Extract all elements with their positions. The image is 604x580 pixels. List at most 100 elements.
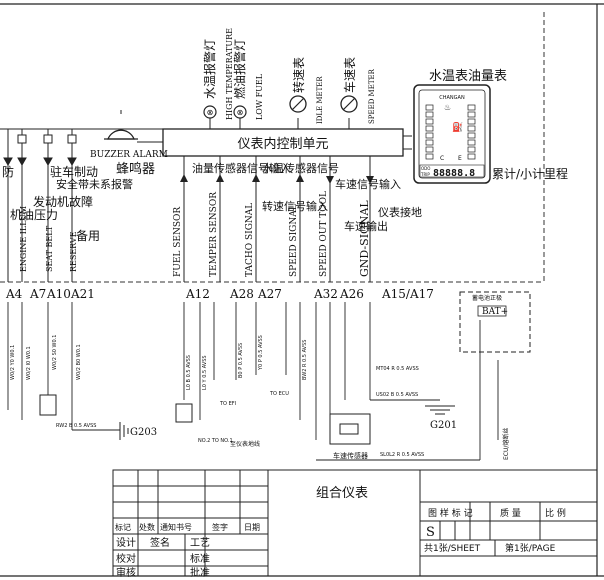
label-fuel-sensor-in: 油量传感器信号输入 [192,161,291,175]
signal-tacho: TACHO SIGNAL [245,203,255,277]
svg-text:⊗: ⊗ [207,108,214,117]
temp-icon: ♨ [444,103,451,112]
signal-fuel-sensor: FUEL SENSOR [173,207,183,277]
main-unit-box [162,128,404,157]
bottom-ground-note: 至仪表地线 [230,440,260,448]
battery-note: 蓄电池正极 [472,294,502,302]
odo-label: ODO [421,166,430,171]
signal-speed-out: SPEED OUT TOOL [319,191,329,277]
tachometer-cn: 转速表 [291,57,306,93]
signal-temper-sensor: TEMPER SENSOR [209,192,219,277]
wire-code-15: TO EFI [219,401,236,407]
pin-a32: A32 [313,287,338,301]
wire-code-5: L0 B 0.5 AVSS [186,355,192,390]
wire-code-1: W0/2 I0 W0.1 [26,346,32,380]
fuel-pump-icon: ⛽ [452,121,463,133]
tb-stage-label: 图 样 标 记 [428,507,473,519]
ground-g203: G203 [130,427,157,438]
tb-row-1-2: 标准 [190,553,210,565]
pin-a12: A12 [185,287,210,301]
temp-bar-graph [425,104,434,160]
pin-a21: A21 [70,287,95,301]
signal-seat-belt: SEAT BELT [45,225,54,272]
connector-a [175,403,193,423]
buzzer-code: BUZZER ALARM [90,150,168,160]
pin-a27: A27 [257,287,282,301]
tb-scale-label: 比 例 [545,507,566,519]
unit-to-gauge-lines [137,135,412,150]
label-spare: 备用 [76,229,100,243]
tachometer-en: IDLE METER [316,76,324,124]
pin-a26: A26 [339,287,364,301]
empty-mark-icon: E [458,155,462,162]
wire-code-9: BW2 R 0.5 AVSS [302,340,308,380]
ground-g203-icon [119,422,129,440]
wire-code-6: L0 Y 0.5 AVSS [202,355,208,390]
wire-code-2: W0/2 S0 W0.1 [52,335,58,370]
label-engine-fault: 发动机故障 [33,194,93,209]
label-speed-out: 车速输出 [344,219,388,233]
drawing-title: 组合仪表 [316,486,368,501]
label-water-temp-in: 水温传感器信号 [262,162,339,175]
signal-arrows [180,174,374,184]
tb-row-0-0: 设计 [116,536,136,549]
tb-header-3: 签字 [212,522,228,532]
wire-code-13: NO.2 TO NO.1 [198,438,233,444]
fuel-warning-lamp-icon: ⊗ [233,105,247,119]
label-ground: 仪表接地 [378,205,422,219]
label-tacho-in: 转速信号输入 [262,199,328,213]
speedometer-cn: 车速表 [342,57,357,93]
wire-codes: W0/2 Y0 W0.1 W0/2 I0 W0.1 W0/2 S0 W0.1 W… [10,335,424,458]
pin-a4: A4 [5,287,23,301]
left-lamps [3,134,77,167]
buzzer-label: 蜂鸣器 [116,161,155,177]
pin-labels: A4 A7 A10 A21 A12 A28 A27 A32 A26 A15/A1… [5,287,434,301]
pin-a28: A28 [229,287,254,301]
temp-warning-en: HIGH TEMPERATURE [225,28,234,120]
tb-mass-label: 质 量 [500,507,521,519]
trip-label: TRIP [420,172,430,177]
wire-code-10: MT04 R 0.5 AVSS [376,366,419,372]
svg-text:⊗: ⊗ [237,108,244,117]
tb-header-1: 处数 [139,522,155,532]
label-parking-brake: 驻车制动 [50,164,98,179]
wire-code-0: W0/2 Y0 W0.1 [10,345,16,380]
ground-g201-icon [425,405,455,415]
label-engine-oil: 机油压力 [10,208,58,222]
speed-sensor-symbol [329,413,371,445]
odometer-label: 累计/小计里程 [492,166,568,181]
gauge-panel-title: 水温表油量表 [429,69,507,84]
tb-row-1-0: 校对 [116,552,136,565]
battery-label: BAT+ [482,307,508,317]
ground-g201: G201 [430,420,457,431]
bottom-fuse-note: ECU/熔断丝 [502,428,510,460]
label-speed-in: 车速信号输入 [335,177,401,191]
tb-row-0-2: 工艺 [190,537,210,549]
temp-warning-cn: 水温报警灯 [202,39,217,99]
tachometer-gauge-icon [289,95,307,113]
wire-code-4: RW2 B 0.5 AVSS [56,423,96,429]
signal-gnd: GND-SIGNAL [358,200,371,277]
gauge-panel: CHANGAN ♨ ⛽ C E ODO TRIP 88888.8 [413,84,491,184]
left-lamp-group [0,128,163,282]
hot-mark-icon: C [440,155,444,162]
speedometer-gauge-icon [340,95,358,113]
label-partial-left: 防 [2,164,14,179]
wire-code-14: TO ECU [269,391,289,397]
title-block [112,469,598,577]
gauge-brand: CHANGAN [439,95,465,101]
wire-code-12: SL0L2 R 0.5 AVSS [380,452,424,458]
harness-wires [7,302,499,461]
wire-code-7: B0 P 0.5 AVSS [238,343,244,378]
connector-b [39,394,57,416]
top-indicators: ⊗ ⊗ 水温报警灯 HIGH TEMPERATURE 燃油报警灯 LOW FUE… [202,28,376,129]
pin-a10: A10 [46,287,71,301]
pin-a7: A7 [29,287,46,301]
tb-header-4: 日期 [244,523,260,532]
signal-engine-illum: ENGINE ILLUM [19,206,28,272]
fuel-warning-en: LOW FUEL [255,73,264,120]
main-unit-label: 仪表内控制单元 [237,136,328,152]
speedometer-en: SPEED METER [368,68,376,124]
tb-row-2-2: 批准 [190,566,210,579]
